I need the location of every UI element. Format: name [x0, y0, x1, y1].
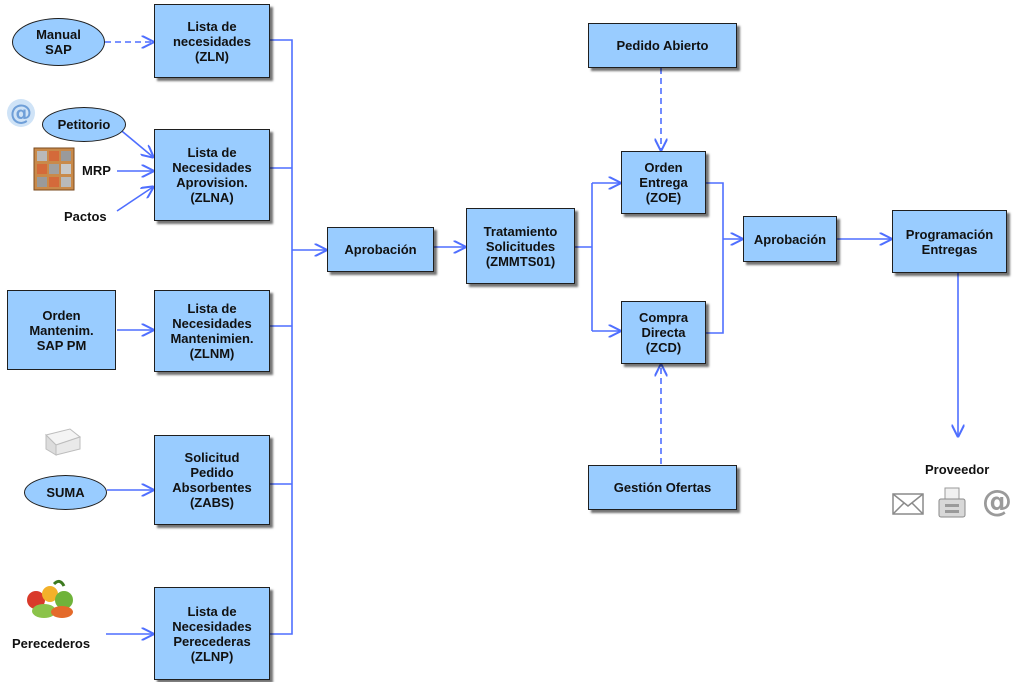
svg-text:@: @ — [982, 484, 1012, 518]
produce-icon — [24, 578, 80, 622]
envelope-icon — [891, 491, 925, 517]
mrp-label: MRP — [82, 163, 111, 178]
programacion-entregas-box: Programación Entregas — [892, 210, 1007, 273]
solicitud-zabs-box: Solicitud Pedido Absorbentes (ZABS) — [154, 435, 270, 525]
arrow-pactos-to-zlna — [116, 187, 153, 212]
compra-directa-box: Compra Directa (ZCD) — [621, 301, 706, 364]
aprobacion-box-1: Aprobación — [327, 227, 434, 272]
petitorio-node: Petitorio — [42, 107, 126, 142]
bus-zln — [270, 39, 293, 635]
at-sign-icon: @ — [5, 97, 37, 129]
paper-stack-icon — [42, 425, 82, 457]
gestion-ofertas-box: Gestión Ofertas — [588, 465, 737, 510]
shelving-icon — [32, 146, 76, 192]
perecederos-label: Perecederos — [12, 636, 91, 651]
suma-node: SUMA — [24, 475, 107, 510]
manual-sap-node: Manual SAP — [12, 18, 105, 66]
svg-text:@: @ — [10, 101, 32, 126]
aprobacion-box-2: Aprobación — [743, 216, 837, 262]
lista-zlnm-box: Lista de Necesidades Mantenimien. (ZLNM) — [154, 290, 270, 372]
proveedor-label: Proveedor — [925, 462, 990, 477]
pactos-label: Pactos — [64, 209, 107, 224]
orden-mantenim-node: Orden Mantenim. SAP PM — [7, 290, 116, 370]
fax-icon — [936, 486, 968, 520]
pedido-abierto-box: Pedido Abierto — [588, 23, 737, 68]
arrow-petitorio-to-zlna — [116, 126, 153, 157]
lista-zlnp-box: Lista de Necesidades Perecederas (ZLNP) — [154, 587, 270, 680]
lista-zlna-box: Lista de Necesidades Aprovision. (ZLNA) — [154, 129, 270, 221]
tratamiento-box: Tratamiento Solicitudes (ZMMTS01) — [466, 208, 575, 284]
at-sign-icon: @ — [981, 484, 1013, 519]
lista-zln-box: Lista de necesidades (ZLN) — [154, 4, 270, 78]
orden-entrega-box: Orden Entrega (ZOE) — [621, 151, 706, 214]
